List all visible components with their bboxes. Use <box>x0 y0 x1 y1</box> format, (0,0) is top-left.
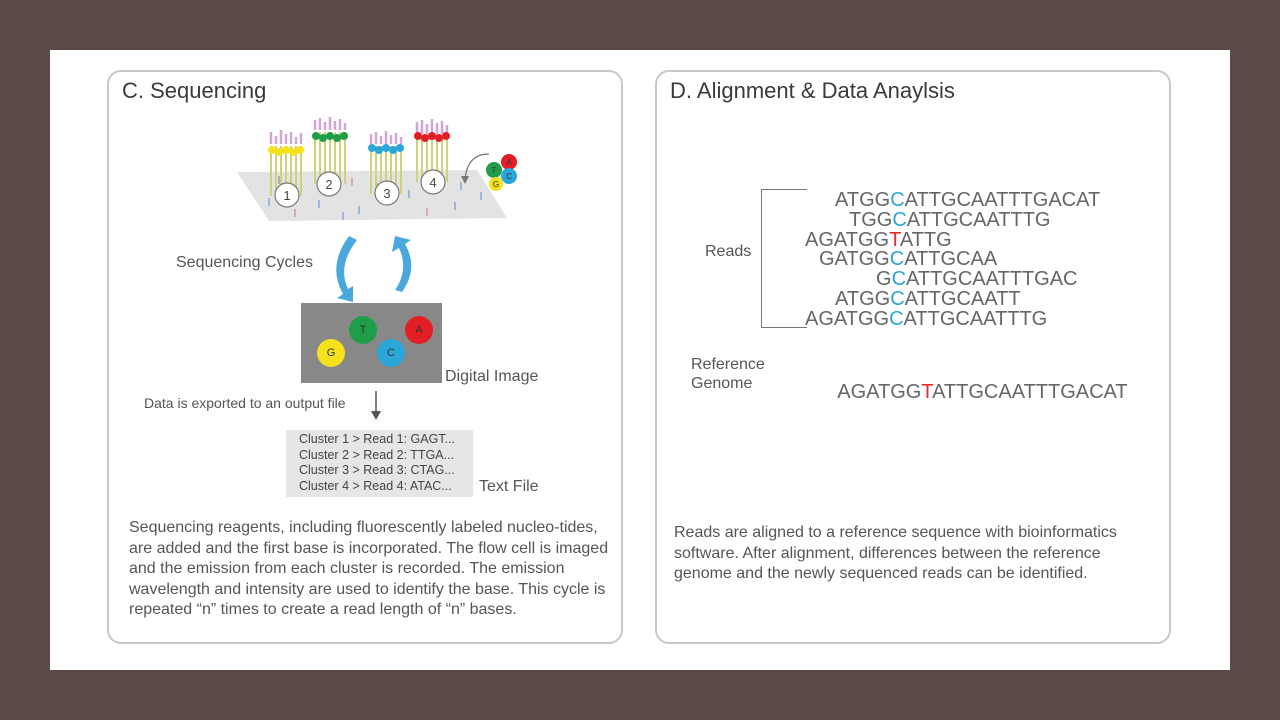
reference-label-line2: Genome <box>691 375 753 392</box>
reference-seq-pre: AGATGG <box>837 381 922 403</box>
sequencing-caption: Sequencing reagents, including fluoresce… <box>129 519 609 618</box>
cluster-3 <box>368 131 404 206</box>
read-seq-pre: ATGG <box>835 189 891 211</box>
digital-dot-g: G <box>317 339 345 367</box>
reference-label-line1: Reference <box>691 356 765 373</box>
sequencing-cycle-arrows <box>336 236 412 302</box>
read-row: GCATTGCAATTTGAC <box>876 269 1078 289</box>
text-file-label: Text File <box>479 478 539 495</box>
read-seq-variant: C <box>892 208 907 231</box>
text-file: Cluster 1 > Read 1: GAGT... Cluster 2 > … <box>286 430 473 497</box>
cycle-arrow-right <box>392 236 412 292</box>
read-row: ATGGCATTGCAATTTGACAT <box>835 190 1100 210</box>
text-file-line: Cluster 4 > Read 4: ATAC... <box>299 479 452 494</box>
cluster-4 <box>414 119 450 195</box>
text-file-line: Cluster 3 > Read 3: CTAG... <box>299 463 455 478</box>
digital-dot-c: C <box>377 339 405 367</box>
cluster-number-3: 3 <box>383 186 390 201</box>
cluster-number-2: 2 <box>325 177 332 192</box>
read-row: ATGGCATTGCAATT <box>835 289 1021 309</box>
reference-sequence: AGATGGTATTGCAATTTGACAT <box>805 362 1128 422</box>
reagent-letter-g: G <box>493 180 499 189</box>
read-seq-variant: T <box>889 228 900 251</box>
cluster-1 <box>268 130 304 208</box>
read-seq-pre: G <box>876 268 892 291</box>
read-seq-post: ATTG <box>899 228 952 251</box>
digital-dot-t: T <box>349 316 377 344</box>
reference-seq-variant: T <box>921 381 933 403</box>
read-seq-post: ATTGCAATTTG <box>903 307 1048 330</box>
digital-image: T A G C <box>301 303 442 383</box>
read-seq-post: ATTGCAATTTGACAT <box>904 189 1101 211</box>
read-row: TGGCATTGCAATTTG <box>849 210 1051 230</box>
cycle-arrow-left <box>336 236 357 302</box>
digital-image-label: Digital Image <box>445 368 539 385</box>
digital-dot-a: A <box>405 316 433 344</box>
reads-bracket <box>761 189 807 328</box>
reagent-arrow <box>464 153 490 181</box>
read-row: AGATGGCATTGCAATTTG <box>805 309 1047 329</box>
read-seq-pre: TGG <box>849 208 893 231</box>
alignment-caption: Reads are aligned to a reference sequenc… <box>674 524 1117 582</box>
read-seq-variant: C <box>891 268 907 291</box>
read-row: AGATGGTATTG <box>805 230 952 250</box>
text-file-line: Cluster 1 > Read 1: GAGT... <box>299 432 455 446</box>
read-seq-variant: C <box>890 189 905 211</box>
sequencing-cycles-label: Sequencing Cycles <box>176 254 313 271</box>
read-seq-pre: AGATGG <box>805 307 890 330</box>
reagent-letter-a: A <box>506 158 512 167</box>
cluster-2 <box>312 117 348 197</box>
sequencing-title: C. Sequencing <box>122 78 267 103</box>
read-seq-pre: GATGG <box>819 248 890 271</box>
export-label: Data is exported to an output file <box>144 395 346 411</box>
read-seq-post: ATTGCAATTTG <box>906 208 1051 231</box>
read-row: GATGGCATTGCAA <box>819 249 997 269</box>
sequencing-illustration: 1 2 3 4 T A C G <box>237 117 517 420</box>
read-seq-variant: C <box>889 248 905 271</box>
reagent-group: T A C G <box>461 153 517 191</box>
read-seq-pre: ATGG <box>835 288 891 310</box>
reagent-letter-c: C <box>506 172 512 181</box>
slide: C. Sequencing <box>50 50 1230 670</box>
reference-label: Reference Genome <box>691 355 765 393</box>
alignment-title: D. Alignment & Data Anaylsis <box>670 78 955 103</box>
cluster-number-4: 4 <box>429 175 436 190</box>
export-arrow <box>371 391 381 420</box>
reagent-letter-t: T <box>492 166 497 175</box>
reference-seq-post: ATTGCAATTTGACAT <box>932 381 1128 403</box>
read-seq-variant: C <box>890 288 905 310</box>
reads-label: Reads <box>705 243 752 260</box>
read-seq-variant: C <box>889 307 904 330</box>
sequencing-panel: C. Sequencing <box>107 70 623 644</box>
read-seq-post: ATTGCAATTTGAC <box>906 268 1078 291</box>
cluster-number-1: 1 <box>283 188 290 203</box>
alignment-panel: D. Alignment & Data Anaylsis Reads ATGGC… <box>655 70 1171 644</box>
read-seq-post: ATTGCAA <box>904 248 998 271</box>
text-file-line: Cluster 2 > Read 2: TTGA... <box>299 447 455 462</box>
read-seq-pre: AGATGG <box>805 228 890 251</box>
read-seq-post: ATTGCAATT <box>904 288 1021 310</box>
